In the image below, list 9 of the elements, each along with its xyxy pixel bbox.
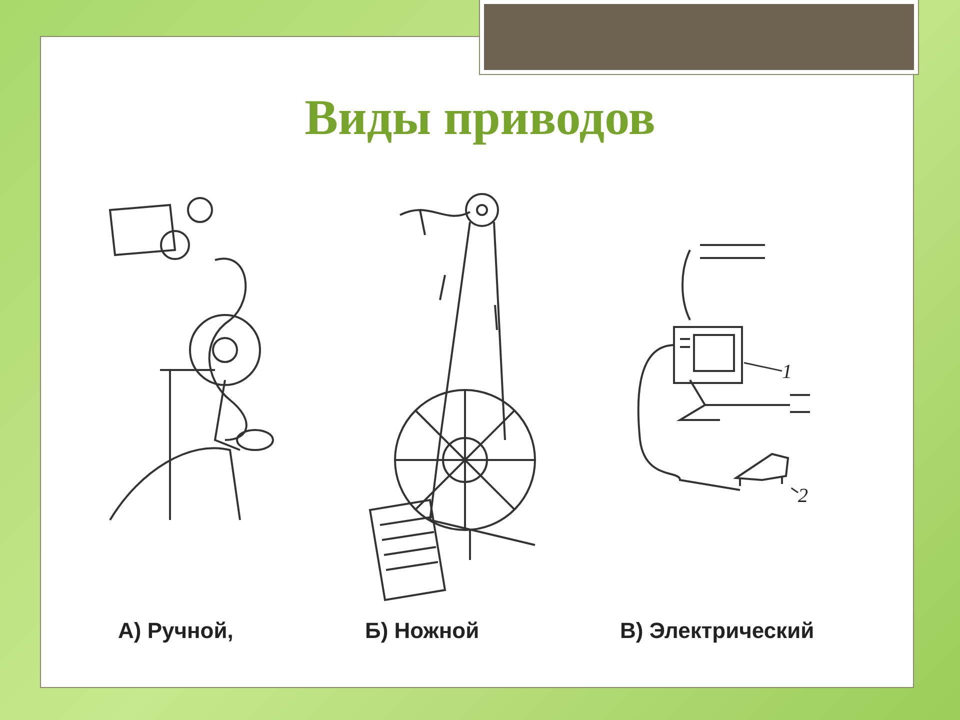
- callout-number: 2: [798, 486, 808, 506]
- leader-line: [790, 487, 798, 494]
- caption: А) Ручной,: [118, 618, 234, 644]
- caption: В) Электрический: [620, 618, 814, 644]
- leader-line: [744, 362, 782, 372]
- motor-drawing: [672, 325, 744, 385]
- caption: Б) Ножной: [365, 618, 480, 644]
- callout-number: 1: [782, 362, 792, 382]
- slide-title: Виды приводов: [304, 88, 656, 146]
